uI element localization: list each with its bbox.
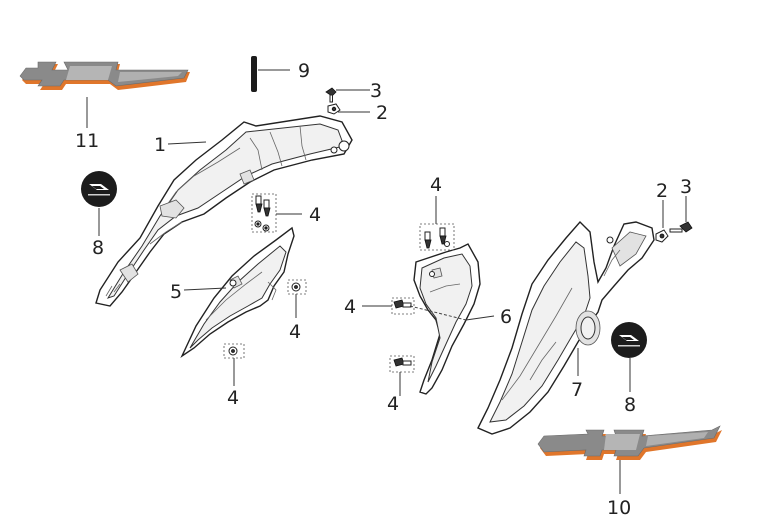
callout-labels: 1 2 3 4 4 4 5 8 9 11 4 4 4 6 2 3 7 8 10	[75, 60, 692, 519]
callout-4-below-5: 4	[227, 387, 239, 409]
callout-9: 9	[298, 60, 310, 82]
rear-side-panel	[477, 220, 655, 435]
clip-middle-bottom	[389, 355, 415, 373]
clip-below-panel-5	[223, 343, 245, 359]
screw-right	[669, 221, 693, 233]
callout-4-right-of-5: 4	[289, 321, 301, 343]
callout-4-upper-left: 4	[309, 204, 321, 226]
callout-11: 11	[75, 130, 99, 152]
callout-8-right: 8	[624, 394, 636, 416]
middle-inner-panel	[413, 243, 481, 395]
callout-3-left: 3	[370, 80, 382, 102]
decal-400-small	[19, 61, 190, 90]
callout-1: 1	[154, 134, 166, 156]
callout-2-right: 2	[656, 180, 668, 202]
callout-4-middle-bottom: 4	[387, 393, 399, 415]
clip-group-middle-top	[419, 223, 455, 251]
inner-left-panel	[180, 226, 295, 358]
screw-top-left	[325, 87, 337, 103]
callout-10: 10	[607, 497, 631, 519]
callout-8-left: 8	[92, 237, 104, 259]
clip-right-of-panel-5	[287, 279, 307, 295]
callout-4-middle-left: 4	[344, 296, 356, 318]
clip-group-upper-left	[251, 193, 277, 233]
callout-4-middle-top: 4	[430, 174, 442, 196]
callout-6: 6	[500, 306, 512, 328]
nut-right	[655, 229, 669, 243]
leader-lines	[86, 69, 687, 494]
callout-7: 7	[571, 379, 583, 401]
callout-5: 5	[170, 281, 182, 303]
emblem-badge-left	[81, 171, 117, 207]
nut-top-left	[327, 103, 341, 115]
emblem-badge-right	[611, 322, 647, 358]
decal-400-large	[537, 425, 722, 460]
callout-3-right: 3	[680, 176, 692, 198]
callout-2-left: 2	[376, 102, 388, 124]
front-side-panel	[95, 115, 353, 307]
trim-strip	[251, 56, 257, 92]
